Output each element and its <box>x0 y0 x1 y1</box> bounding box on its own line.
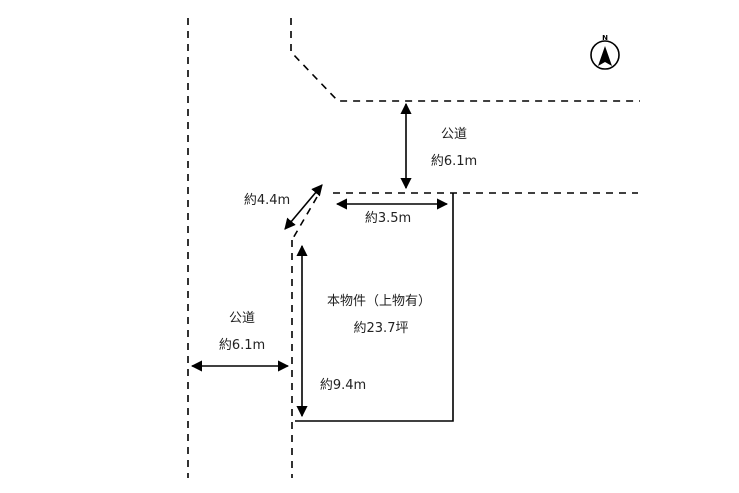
north-road-width-label: 約6.1m <box>431 154 477 169</box>
north-compass-icon: N <box>590 34 620 70</box>
north-road-label: 公道 <box>441 127 467 142</box>
north-label: N <box>602 34 608 42</box>
north-road-upper-edge <box>290 18 640 102</box>
property-title: 本物件（上物有） <box>327 294 431 309</box>
top-edge-label: 約3.5m <box>365 211 411 226</box>
property-area: 約23.7坪 <box>354 321 409 336</box>
diagonal-edge-label: 約4.4m <box>244 193 290 208</box>
west-road-label: 公道 <box>229 311 255 326</box>
left-edge-label: 約9.4m <box>320 378 366 393</box>
west-road-width-label: 約6.1m <box>219 338 265 353</box>
property-boundary <box>295 193 454 422</box>
property-corner-cut-edge <box>291 196 318 241</box>
diagonal-edge-arrow <box>284 184 323 230</box>
